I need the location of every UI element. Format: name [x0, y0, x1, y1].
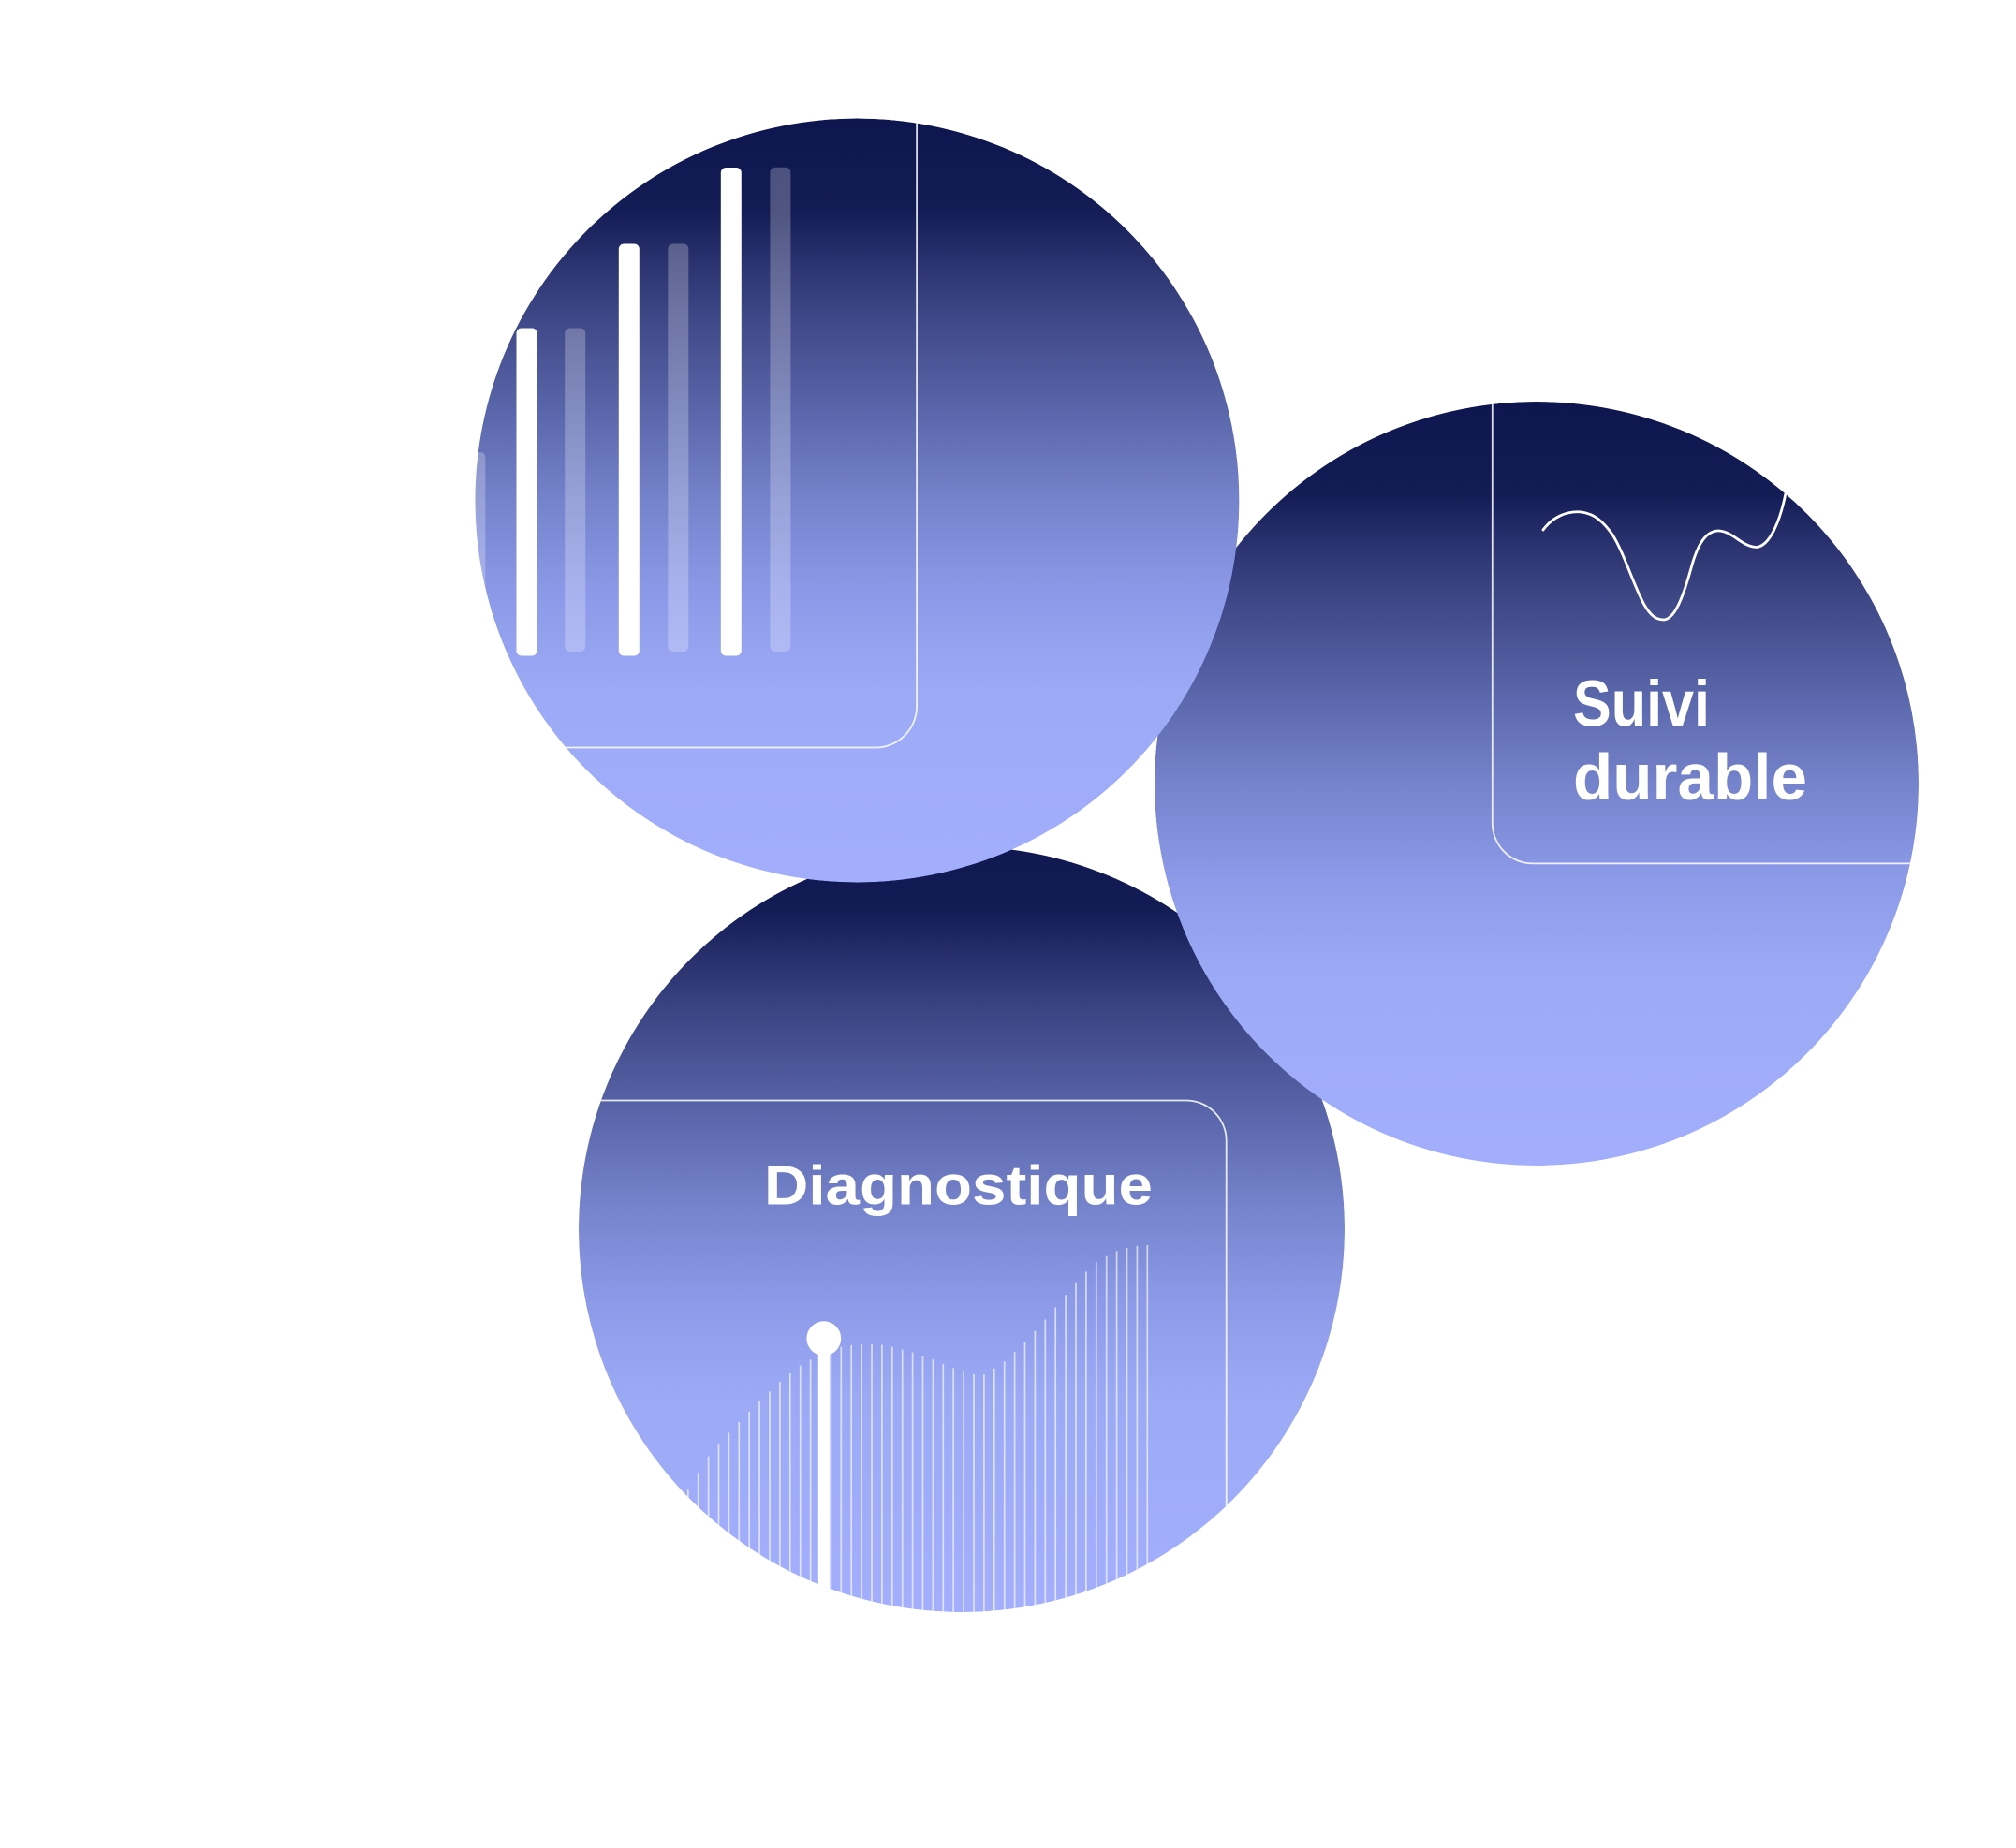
- svg-text:Diagnostique: Diagnostique: [764, 1154, 1153, 1216]
- svg-text:Suivi: Suivi: [1573, 667, 1710, 741]
- svg-text:durable: durable: [1573, 741, 1807, 814]
